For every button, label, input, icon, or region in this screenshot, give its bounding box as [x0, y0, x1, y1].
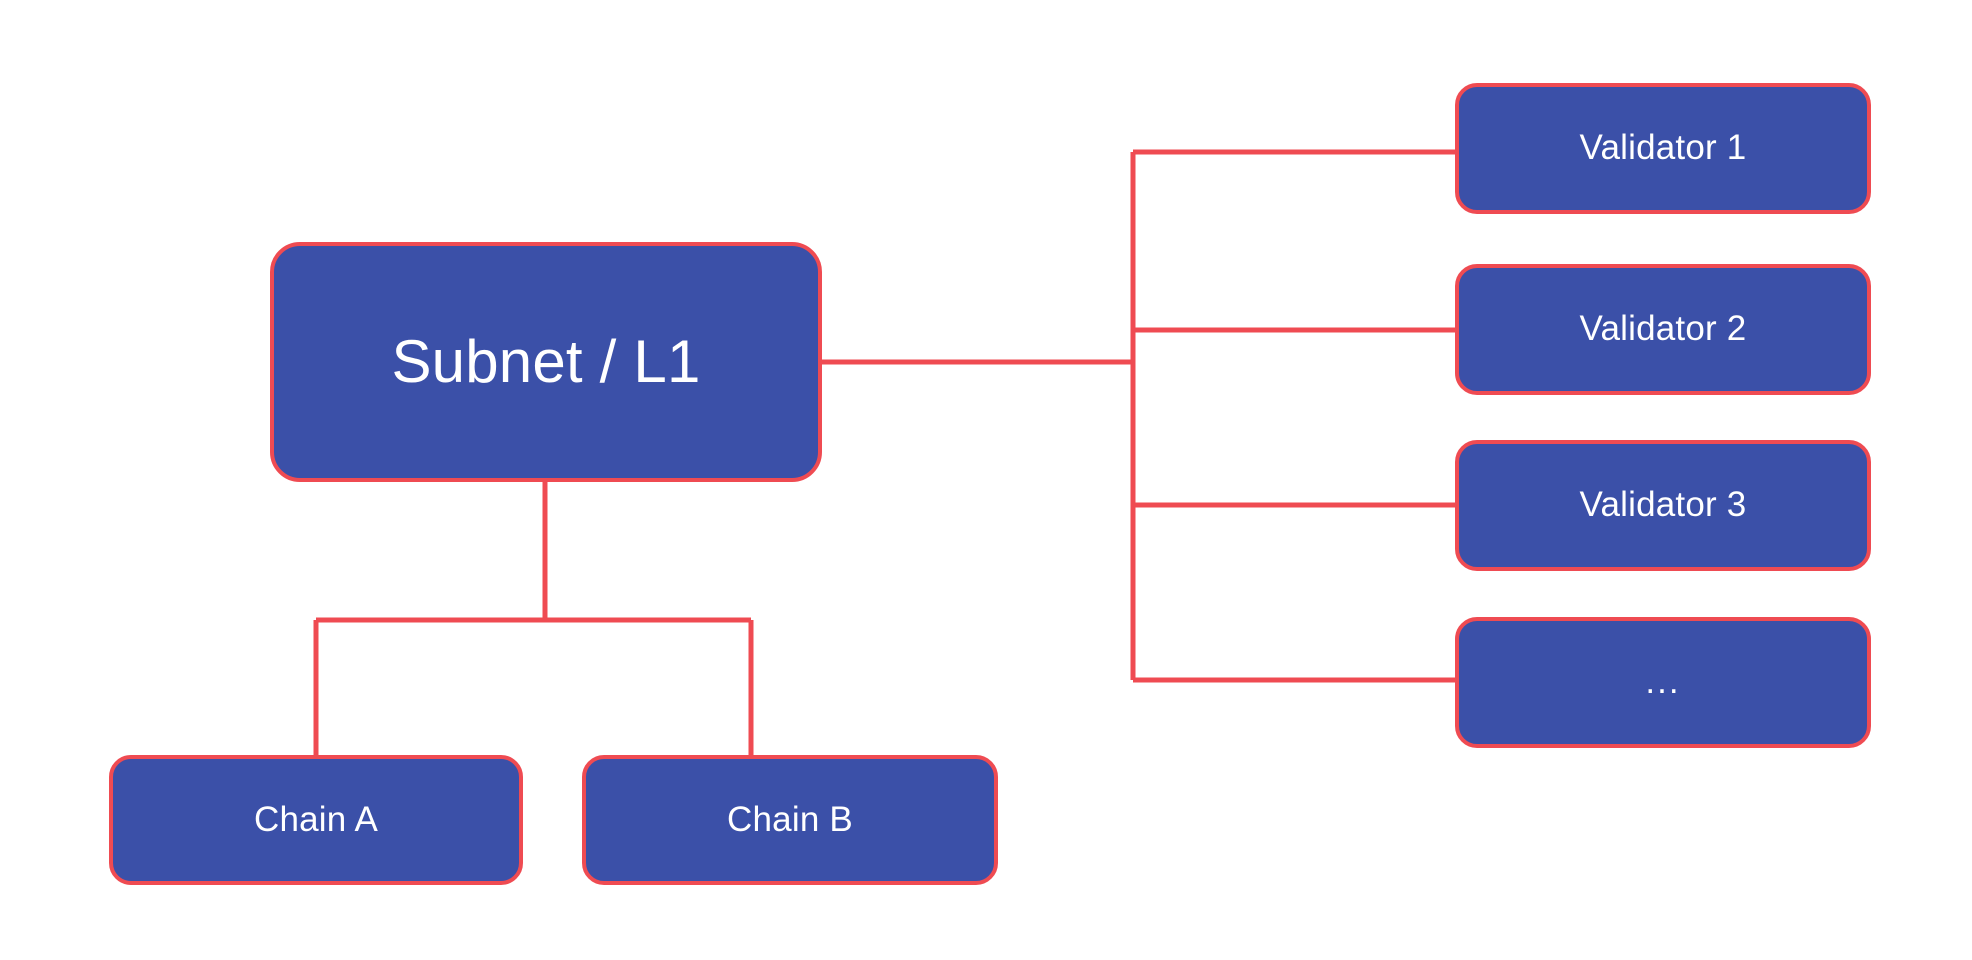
node-chain-b-label: Chain B: [727, 799, 853, 839]
node-validator-1-label: Validator 1: [1579, 128, 1747, 168]
node-validator-3[interactable]: Validator 3: [1455, 440, 1871, 571]
node-validator-2[interactable]: Validator 2: [1455, 264, 1871, 395]
node-subnet-l1-label: Subnet / L1: [391, 328, 701, 395]
node-chain-a[interactable]: Chain A: [109, 755, 523, 885]
node-validator-2-label: Validator 2: [1579, 309, 1747, 349]
node-validator-3-label: Validator 3: [1579, 485, 1747, 525]
node-validator-overflow-label: ...: [1645, 662, 1681, 702]
node-chain-a-label: Chain A: [254, 799, 378, 839]
node-subnet-l1[interactable]: Subnet / L1: [270, 242, 822, 482]
node-chain-b[interactable]: Chain B: [582, 755, 998, 885]
node-validator-overflow[interactable]: ...: [1455, 617, 1871, 748]
node-validator-1[interactable]: Validator 1: [1455, 83, 1871, 214]
